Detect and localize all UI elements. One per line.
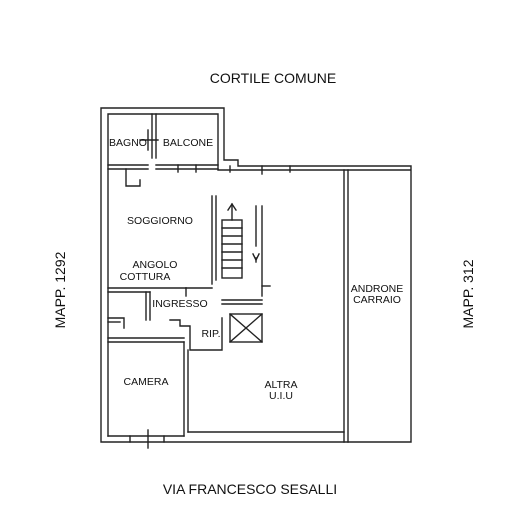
label-via-francesco-sesalli: VIA FRANCESCO SESALLI xyxy=(162,481,338,497)
label-cortile-comune: CORTILE COMUNE xyxy=(209,70,337,86)
room-bagno: BAGNO xyxy=(109,137,147,149)
room-cottura: COTTURA xyxy=(119,271,171,283)
room-ingresso: INGRESSO xyxy=(152,298,208,310)
label-mapp-1292: MAPP. 1292 xyxy=(52,251,68,329)
room-angolo: ANGOLO xyxy=(132,259,178,271)
room-carraio: CARRAIO xyxy=(353,294,401,306)
rip-room xyxy=(169,317,223,351)
room-uiu: U.I.U xyxy=(269,390,293,402)
room-androne: ANDRONE xyxy=(350,283,404,295)
room-altra: ALTRA xyxy=(264,379,298,391)
room-balcone: BALCONE xyxy=(162,137,214,149)
label-mapp-312: MAPP. 312 xyxy=(460,259,476,329)
room-soggiorno: SOGGIORNO xyxy=(127,215,193,227)
inner-wall xyxy=(107,113,411,437)
room-rip: RIP. xyxy=(201,328,221,340)
elevator xyxy=(229,313,263,343)
outer-wall xyxy=(100,107,412,443)
room-camera: CAMERA xyxy=(123,376,169,388)
